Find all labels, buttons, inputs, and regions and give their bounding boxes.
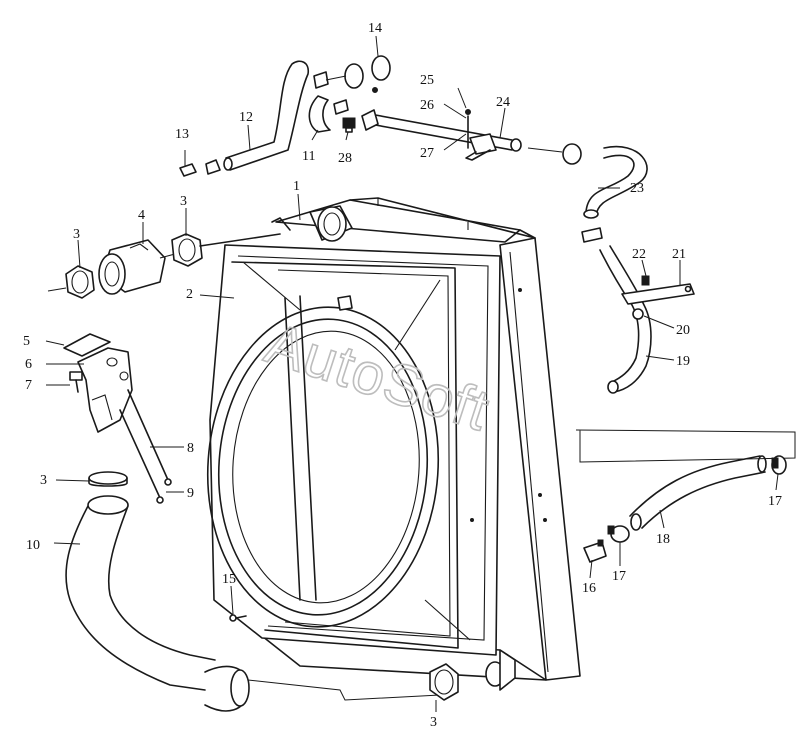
callout-19: 19 xyxy=(676,354,690,369)
drain-plug xyxy=(342,117,356,133)
hose-clamp xyxy=(429,663,459,701)
callout-7: 7 xyxy=(25,378,32,393)
callout-6: 6 xyxy=(25,357,32,372)
callout-18: 18 xyxy=(656,532,670,547)
callout-3: 3 xyxy=(73,227,80,242)
callout-15: 15 xyxy=(222,572,236,587)
mounting-bolt xyxy=(69,371,83,393)
hose-clamp-small xyxy=(179,159,221,177)
callout-labels: 1 2 3 3 3 3 4 5 6 7 8 9 10 11 12 13 14 1… xyxy=(23,21,782,730)
leader-lines xyxy=(45,35,779,712)
callout-12: 12 xyxy=(239,110,253,125)
mounting-bracket xyxy=(621,275,695,320)
callout-4: 4 xyxy=(138,208,145,223)
tie-rod xyxy=(119,389,172,504)
callout-11: 11 xyxy=(302,149,315,164)
callout-28: 28 xyxy=(338,151,352,166)
callout-14: 14 xyxy=(368,21,382,36)
steel-pipe xyxy=(361,109,522,161)
hose-clamp xyxy=(47,265,95,299)
connector-line xyxy=(199,233,281,247)
heater-hose xyxy=(599,245,652,394)
callout-13: 13 xyxy=(175,127,189,142)
callout-17: 17 xyxy=(612,569,626,584)
callout-22: 22 xyxy=(632,247,646,262)
elbow-pipe xyxy=(98,239,176,295)
lower-radiator-hose xyxy=(65,495,441,712)
bypass-hose xyxy=(308,95,349,133)
expansion-hose xyxy=(581,145,648,243)
callout-20: 20 xyxy=(676,323,690,338)
screw xyxy=(229,614,247,622)
callout-24: 24 xyxy=(496,95,510,110)
hose-clamp xyxy=(171,233,203,267)
mounting-bolt xyxy=(372,87,471,149)
hose-clamp xyxy=(313,55,391,89)
connector-line xyxy=(271,217,291,231)
hose-clamp xyxy=(771,455,787,475)
callout-1: 1 xyxy=(293,179,300,194)
callout-5: 5 xyxy=(23,334,30,349)
mounting-bracket xyxy=(63,333,133,433)
overflow-hose xyxy=(575,429,796,531)
radiator-assembly xyxy=(206,197,581,691)
callout-27: 27 xyxy=(420,146,434,161)
callout-9: 9 xyxy=(187,486,194,501)
hose-fitting xyxy=(583,539,607,563)
callout-16: 16 xyxy=(582,581,596,596)
upper-hose xyxy=(223,60,310,171)
callout-3: 3 xyxy=(40,473,47,488)
callout-8: 8 xyxy=(187,441,194,456)
callout-25: 25 xyxy=(420,73,434,88)
callout-3: 3 xyxy=(430,715,437,730)
callout-17: 17 xyxy=(768,494,782,509)
hose-clamp xyxy=(607,525,630,543)
callout-10: 10 xyxy=(26,538,40,553)
callout-23: 23 xyxy=(630,181,644,196)
callout-2: 2 xyxy=(186,287,193,302)
callout-21: 21 xyxy=(672,247,686,262)
callout-26: 26 xyxy=(420,98,434,113)
hose-clamp-ring xyxy=(88,471,128,487)
callout-3: 3 xyxy=(180,194,187,209)
hose-clamp xyxy=(527,143,582,165)
